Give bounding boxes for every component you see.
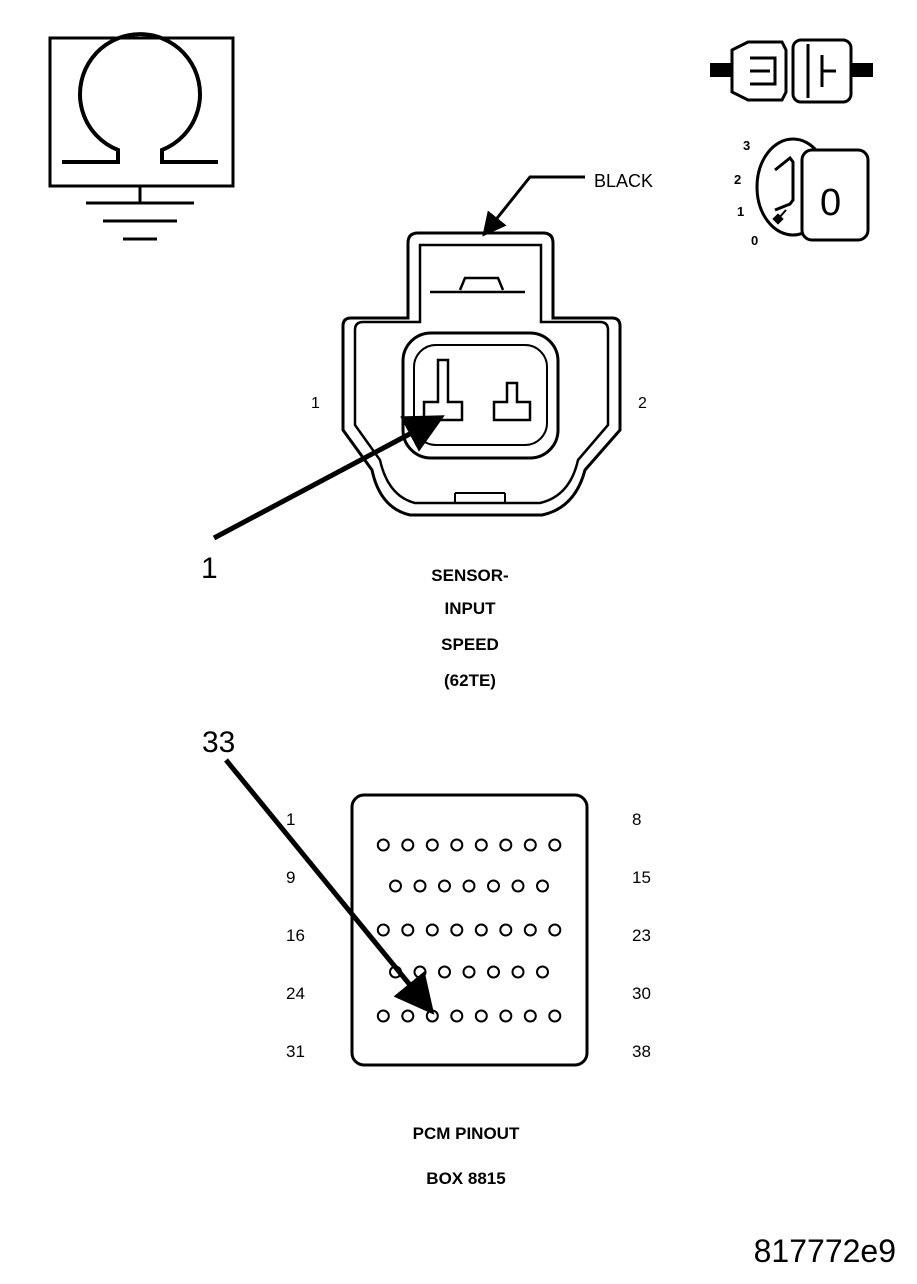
callout-33-arrow	[224, 758, 435, 1015]
pcm-pin-6	[499, 838, 513, 852]
pcm-pin-1	[376, 838, 390, 852]
pcm-pin-37	[523, 1009, 537, 1023]
pcm-row-2-end-label: 15	[632, 868, 651, 887]
pcm-row-5-start-label: 31	[286, 1042, 305, 1061]
pcm-pin-8	[548, 838, 562, 852]
pcm-pin-18	[425, 923, 439, 937]
connector-name-line-2: INPUT	[445, 599, 497, 618]
pcm-pin-5	[474, 838, 488, 852]
pcm-row-4-start-label: 24	[286, 984, 305, 1003]
pcm-row-1-end-label: 8	[632, 810, 641, 829]
pcm-row-2-start-label: 9	[286, 868, 295, 887]
pcm-pin-30	[536, 965, 549, 979]
connector-pin-right-label: 2	[638, 395, 647, 412]
pcm-row-3-end-label: 23	[632, 926, 651, 945]
pcm-pin-33	[425, 1009, 439, 1023]
pcm-pin-34	[450, 1009, 464, 1023]
disconnect-connector-icon	[710, 38, 873, 104]
pcm-row-4-end-label: 30	[632, 984, 651, 1003]
pcm-pin-38	[548, 1009, 562, 1023]
connector-name-line-3: SPEED	[441, 635, 499, 654]
pcm-pin-23	[548, 923, 562, 937]
pcm-pin-15	[536, 879, 549, 893]
pcm-pin-17	[401, 923, 415, 937]
sensor-connector-body	[341, 231, 622, 517]
color-callout-line	[482, 175, 585, 237]
pcm-title-line-1: PCM PINOUT	[413, 1124, 520, 1143]
pcm-row-1-start-label: 1	[286, 810, 295, 829]
ignition-position-2: 2	[734, 172, 741, 187]
ohmmeter-ground-icon	[48, 32, 235, 241]
pcm-pin-31	[376, 1009, 390, 1023]
pcm-pin-4	[450, 838, 464, 852]
connector-name-line-4: (62TE)	[444, 671, 496, 690]
pcm-pin-7	[523, 838, 537, 852]
pcm-pin-12	[462, 879, 476, 893]
sensor-terminal-2	[492, 381, 532, 422]
callout-33-label: 33	[202, 726, 235, 759]
pcm-pin-20	[474, 923, 488, 937]
pcm-row-3-start-label: 16	[286, 926, 305, 945]
connector-pin-left-label: 1	[311, 395, 320, 412]
callout-1-arrow	[212, 415, 445, 541]
pcm-title-line-2: BOX 8815	[426, 1169, 505, 1188]
connector-color-label: BLACK	[594, 171, 653, 191]
pcm-pin-13	[487, 879, 500, 893]
figure-id: 817772e9	[754, 1233, 896, 1269]
pcm-pin-21	[499, 923, 513, 937]
pcm-pin-16	[376, 923, 390, 937]
ignition-position-0: 0	[751, 233, 758, 248]
pcm-pin-2	[401, 838, 415, 852]
pcm-pin-26	[438, 965, 451, 979]
sensor-terminal-1	[422, 358, 464, 422]
pcm-row-5-end-label: 38	[632, 1042, 651, 1061]
pcm-pin-3	[425, 838, 439, 852]
pcm-pin-36	[499, 1009, 513, 1023]
callout-1-label: 1	[201, 552, 218, 585]
ignition-key-glyph: 0	[820, 182, 841, 224]
ignition-key-icon	[755, 137, 870, 242]
pcm-pin-28	[487, 965, 500, 979]
pcm-pin-14	[511, 879, 525, 893]
pcm-pin-25	[413, 965, 427, 979]
pcm-pin-19	[450, 923, 464, 937]
pcm-pin-22	[523, 923, 537, 937]
pcm-pin-11	[438, 879, 451, 893]
pcm-pin-27	[462, 965, 476, 979]
connector-name-line-1: SENSOR-	[431, 566, 508, 585]
ignition-position-1: 1	[737, 204, 744, 219]
pcm-pin-29	[511, 965, 525, 979]
pcm-pin-35	[474, 1009, 488, 1023]
ignition-position-3: 3	[743, 138, 750, 153]
pcm-pin-32	[401, 1009, 415, 1023]
pcm-pin-10	[413, 879, 427, 893]
pcm-pin-9	[389, 879, 402, 893]
